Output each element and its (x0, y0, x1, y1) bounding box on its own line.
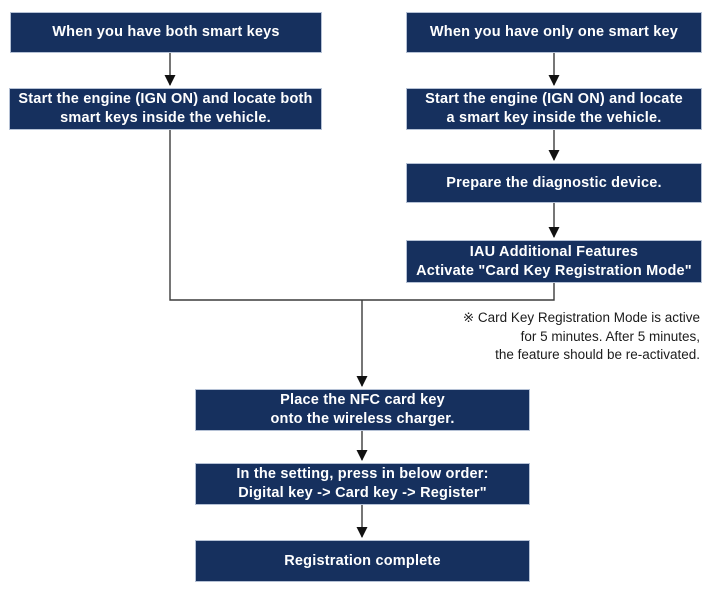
box-place-nfc-card: Place the NFC card key onto the wireless… (195, 389, 530, 431)
box-start-engine-one-key: Start the engine (IGN ON) and locate a s… (406, 88, 702, 130)
box-iau-activate-mode: IAU Additional Features Activate "Card K… (406, 240, 702, 283)
box-prepare-diagnostic: Prepare the diagnostic device. (406, 163, 702, 203)
box-start-engine-both-keys: Start the engine (IGN ON) and locate bot… (9, 88, 322, 130)
box-only-one-smart-key: When you have only one smart key (406, 12, 702, 53)
box-both-smart-keys: When you have both smart keys (10, 12, 322, 53)
box-registration-complete: Registration complete (195, 540, 530, 582)
box-setting-press-order: In the setting, press in below order: Di… (195, 463, 530, 505)
note-card-key-mode-duration: ※ Card Key Registration Mode is active f… (462, 310, 700, 362)
merge-line-left (169, 130, 362, 301)
merge-line-right (362, 283, 555, 301)
